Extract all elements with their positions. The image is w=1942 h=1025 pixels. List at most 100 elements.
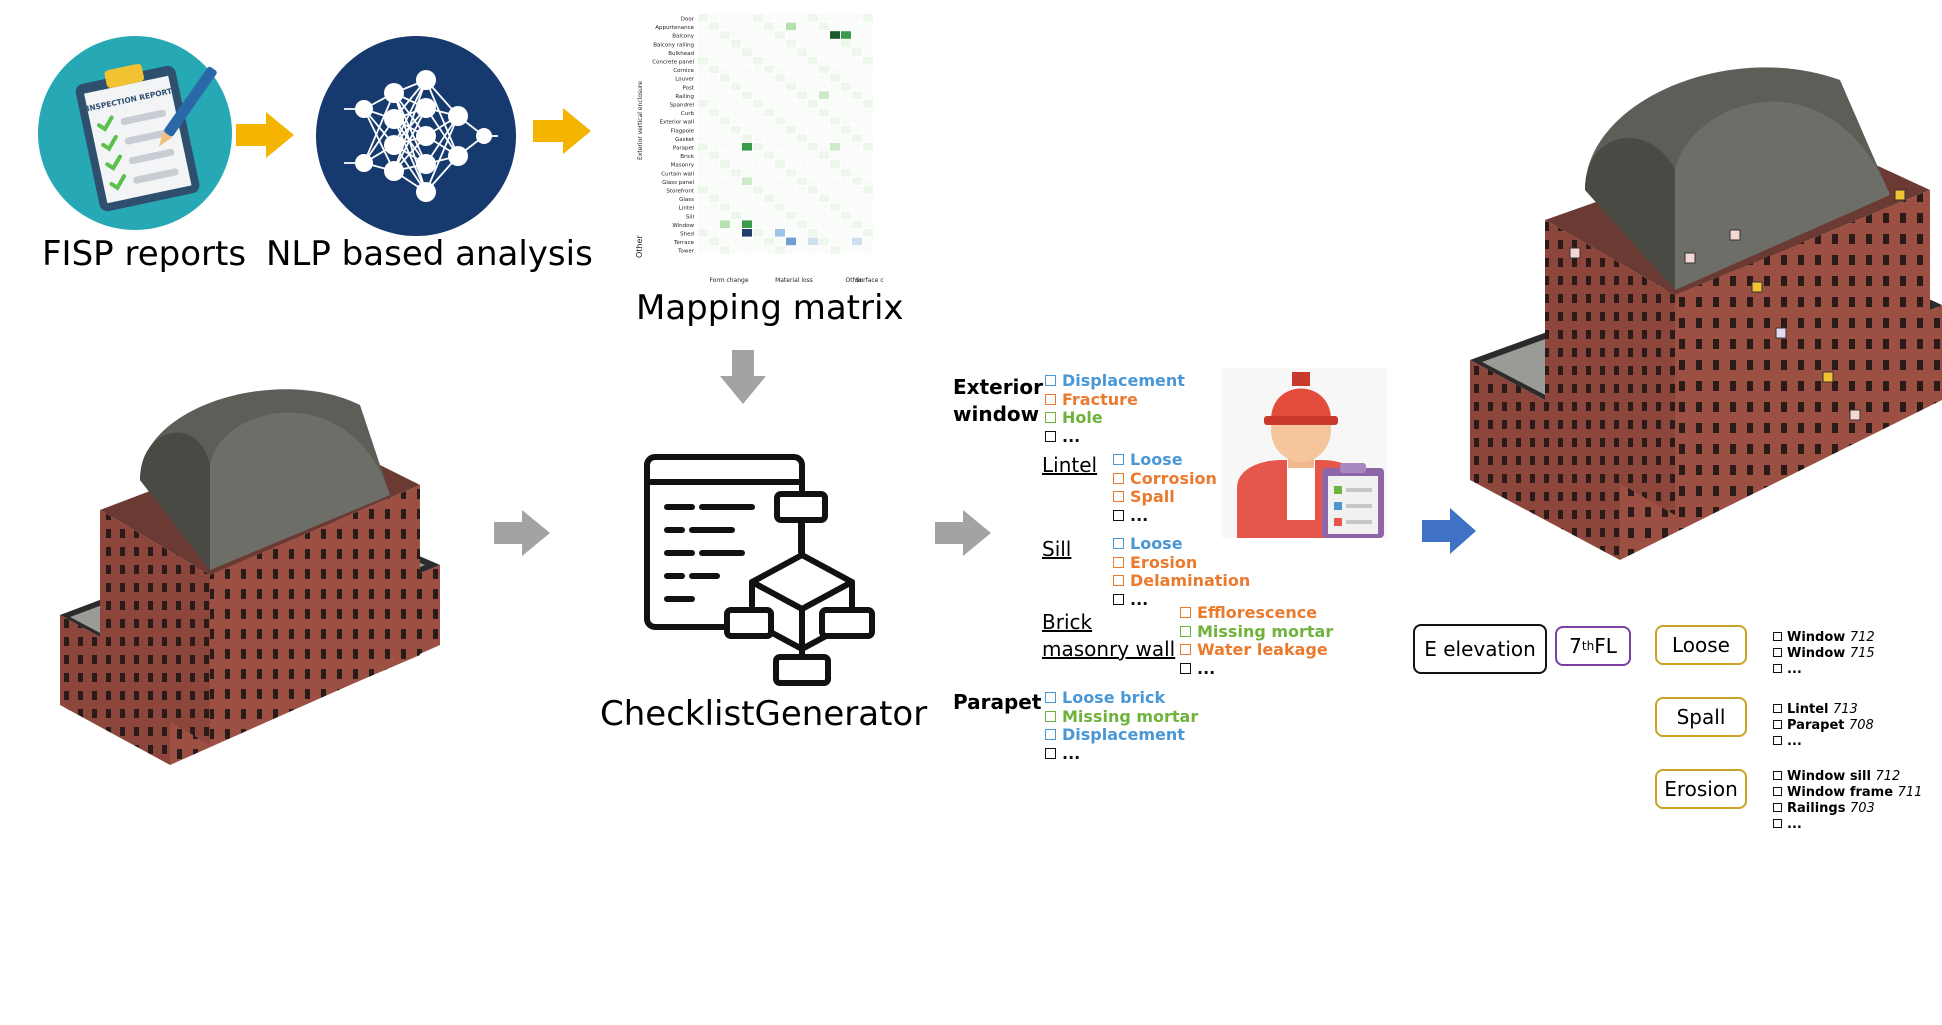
- checklist-item[interactable]: Missing mortar: [1180, 622, 1333, 642]
- matrix-cell: [720, 229, 730, 237]
- matrix-cell: [720, 151, 730, 160]
- matrix-cell: [698, 31, 708, 39]
- matrix-cell: [841, 151, 851, 160]
- matrix-cell: [808, 211, 818, 220]
- result-item[interactable]: ...: [1773, 734, 1874, 750]
- checklist-item[interactable]: ...: [1113, 506, 1217, 526]
- matrix-cell: [709, 82, 719, 91]
- result-item[interactable]: Lintel 713: [1773, 702, 1874, 718]
- matrix-cell: [863, 82, 873, 91]
- result-item[interactable]: Window frame 711: [1773, 785, 1922, 801]
- checklist-item[interactable]: ...: [1045, 744, 1198, 764]
- matrix-cell: [742, 211, 752, 220]
- result-item[interactable]: Window sill 712: [1773, 769, 1922, 785]
- matrix-cell: [841, 211, 851, 220]
- matrix-cell: [764, 237, 774, 246]
- matrix-cell: [841, 143, 851, 151]
- matrix-cell: [720, 177, 730, 185]
- checklist-item[interactable]: Displacement: [1045, 725, 1198, 745]
- matrix-cell: [819, 108, 829, 117]
- matrix-cell: [709, 160, 719, 168]
- checklist-item[interactable]: Corrosion: [1113, 469, 1217, 489]
- matrix-cell: [841, 237, 851, 246]
- matrix-cell: [764, 186, 774, 194]
- erosion-tag[interactable]: Erosion: [1655, 769, 1747, 809]
- checklist-item[interactable]: Loose: [1113, 534, 1250, 554]
- matrix-cell: [808, 108, 818, 117]
- matrix-cell: [753, 57, 763, 65]
- result-item[interactable]: Window 715: [1773, 646, 1875, 662]
- checklist-item[interactable]: Water leakage: [1180, 640, 1333, 660]
- matrix-cell: [764, 39, 774, 48]
- result-item[interactable]: Railings 703: [1773, 801, 1922, 817]
- loose-tag[interactable]: Loose: [1655, 625, 1747, 665]
- matrix-cell: [797, 211, 807, 220]
- matrix-cell: [808, 91, 818, 99]
- matrix-cell: [709, 22, 719, 31]
- matrix-cell: [830, 186, 840, 194]
- matrix-cell: [775, 134, 785, 142]
- checklist-item[interactable]: Spall: [1113, 487, 1217, 507]
- matrix-cell: [731, 14, 741, 22]
- spall-tag[interactable]: Spall: [1655, 697, 1747, 737]
- matrix-cell: [731, 211, 741, 220]
- matrix-cell: [775, 91, 785, 99]
- matrix-cell: [797, 117, 807, 125]
- matrix-cell: [852, 211, 862, 220]
- matrix-cell: [698, 125, 708, 134]
- result-item[interactable]: ...: [1773, 817, 1922, 833]
- matrix-cell: [852, 48, 862, 56]
- checklist-item[interactable]: ...: [1113, 590, 1250, 610]
- matrix-column-group-label: Surface change: [856, 277, 884, 284]
- checklist-item[interactable]: Delamination: [1113, 571, 1250, 591]
- result-item[interactable]: Window 712: [1773, 630, 1875, 646]
- checklist-item[interactable]: Hole: [1045, 408, 1185, 428]
- checklist-item[interactable]: ...: [1045, 427, 1185, 447]
- matrix-cell: [764, 65, 774, 74]
- elevation-tag[interactable]: E elevation: [1413, 624, 1547, 674]
- matrix-cell: [775, 229, 785, 237]
- matrix-cell: [852, 117, 862, 125]
- matrix-cell: [808, 194, 818, 203]
- checklist-item[interactable]: Efflorescence: [1180, 603, 1333, 623]
- checklist-item[interactable]: Displacement: [1045, 371, 1185, 391]
- checklist-item[interactable]: Erosion: [1113, 553, 1250, 573]
- matrix-cell: [742, 246, 752, 254]
- matrix-cell: [720, 211, 730, 220]
- matrix-row-label: Masonry: [671, 163, 695, 169]
- result-item[interactable]: ...: [1773, 662, 1875, 678]
- matrix-cell: [764, 125, 774, 134]
- matrix-cell: [797, 65, 807, 74]
- matrix-row-label: Storefront: [666, 189, 694, 195]
- matrix-cell: [742, 186, 752, 194]
- matrix-cell: [742, 22, 752, 31]
- matrix-cell: [819, 39, 829, 48]
- matrix-cell: [819, 237, 829, 246]
- checklist-item[interactable]: Loose brick: [1045, 688, 1198, 708]
- checklist-item[interactable]: Missing mortar: [1045, 707, 1198, 727]
- matrix-cell: [764, 91, 774, 99]
- checklist-item[interactable]: Loose: [1113, 450, 1217, 470]
- matrix-cell: [742, 74, 752, 82]
- matrix-cell: [786, 108, 796, 117]
- matrix-cell: [852, 203, 862, 211]
- matrix-cell: [808, 82, 818, 91]
- matrix-cell: [830, 160, 840, 168]
- result-item[interactable]: Parapet 708: [1773, 718, 1874, 734]
- fisp-label: FISP reports: [42, 234, 247, 274]
- matrix-cell: [753, 39, 763, 48]
- matrix-cell: [786, 237, 796, 246]
- matrix-cell: [775, 22, 785, 31]
- matrix-cell: [764, 108, 774, 117]
- group-lintel-items: Loose Corrosion Spall ...: [1113, 450, 1217, 526]
- checklist-item[interactable]: ...: [1180, 659, 1333, 679]
- matrix-cell: [852, 237, 862, 246]
- matrix-cell: [830, 237, 840, 246]
- matrix-cell: [819, 246, 829, 254]
- group-brick-masonry-wall: Brick masonry wall: [1042, 610, 1176, 661]
- matrix-group-label: Exterior vertical enclosure: [637, 81, 644, 160]
- checklist-item[interactable]: Fracture: [1045, 390, 1185, 410]
- matrix-cell: [709, 151, 719, 160]
- matrix-cell: [698, 229, 708, 237]
